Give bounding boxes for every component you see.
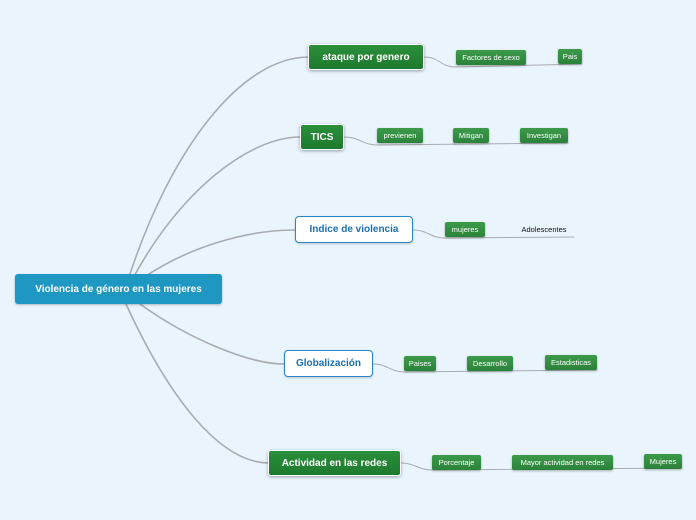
leaf-label: Desarrollo <box>472 359 508 368</box>
root-node[interactable]: Violencia de género en las mujeres <box>15 274 222 304</box>
leaf-label: Porcentaje <box>438 458 475 467</box>
connector-globalizacion-leaves <box>372 363 598 373</box>
leaf-label: Mitigan <box>458 131 484 140</box>
connector-root-globalizacion <box>139 303 285 365</box>
connector-root-actividad <box>125 303 269 464</box>
leaf-label: mujeres <box>451 225 479 234</box>
branch-indice-de-violencia[interactable]: Indice de violencia <box>295 216 413 243</box>
branch-globalizacion[interactable]: Globalización <box>284 350 373 377</box>
leaf-label: previenen <box>383 131 417 140</box>
leaf-paises[interactable]: Paises <box>404 356 436 371</box>
leaf-label: Factores de sexo <box>462 53 520 62</box>
branch-label: Globalización <box>295 358 361 369</box>
leaf-label: Pais <box>562 52 578 61</box>
branch-label: TICS <box>310 131 334 143</box>
leaf-label: Estadisticas <box>550 358 592 367</box>
branch-actividad-en-las-redes[interactable]: Actividad en las redes <box>268 450 401 476</box>
leaf-desarrollo[interactable]: Desarrollo <box>467 356 513 371</box>
leaf-pais[interactable]: Pais <box>558 49 582 64</box>
leaf-label: Paises <box>408 359 432 368</box>
leaf-adolescentes[interactable]: Adolescentes <box>516 222 572 237</box>
leaf-mitigan[interactable]: Mitigan <box>453 128 489 143</box>
leaf-mujeres-redes[interactable]: Mujeres <box>644 454 682 469</box>
root-label: Violencia de género en las mujeres <box>35 283 202 295</box>
branch-label: Indice de violencia <box>309 224 399 235</box>
leaf-previenen[interactable]: previenen <box>377 128 423 143</box>
leaf-mayor-actividad-en-redes[interactable]: Mayor actividad en redes <box>512 455 613 470</box>
leaf-label: Mujeres <box>649 457 677 466</box>
leaf-label: Mayor actividad en redes <box>520 458 605 467</box>
connector-tics-leaves <box>343 136 569 146</box>
leaf-mujeres[interactable]: mujeres <box>445 222 485 237</box>
connector-root-indice <box>139 229 296 281</box>
branch-label: Actividad en las redes <box>281 457 388 469</box>
leaf-factores-de-sexo[interactable]: Factores de sexo <box>456 50 526 65</box>
leaf-investigan[interactable]: Investigan <box>520 128 568 143</box>
leaf-porcentaje[interactable]: Porcentaje <box>432 455 481 470</box>
connector-actividad-leaves <box>400 462 683 471</box>
leaf-estadisticas[interactable]: Estadisticas <box>545 355 597 370</box>
connector-indice-leaves <box>412 229 575 239</box>
connector-root-ataque <box>127 56 309 281</box>
branch-tics[interactable]: TICS <box>300 124 344 150</box>
connector-root-tics <box>131 136 301 281</box>
leaf-label: Adolescentes <box>521 225 567 234</box>
branch-label: ataque por genero <box>322 51 410 63</box>
connector-ataque-leaves <box>423 56 583 68</box>
leaf-label: Investigan <box>526 131 562 140</box>
branch-ataque-por-genero[interactable]: ataque por genero <box>308 44 424 70</box>
